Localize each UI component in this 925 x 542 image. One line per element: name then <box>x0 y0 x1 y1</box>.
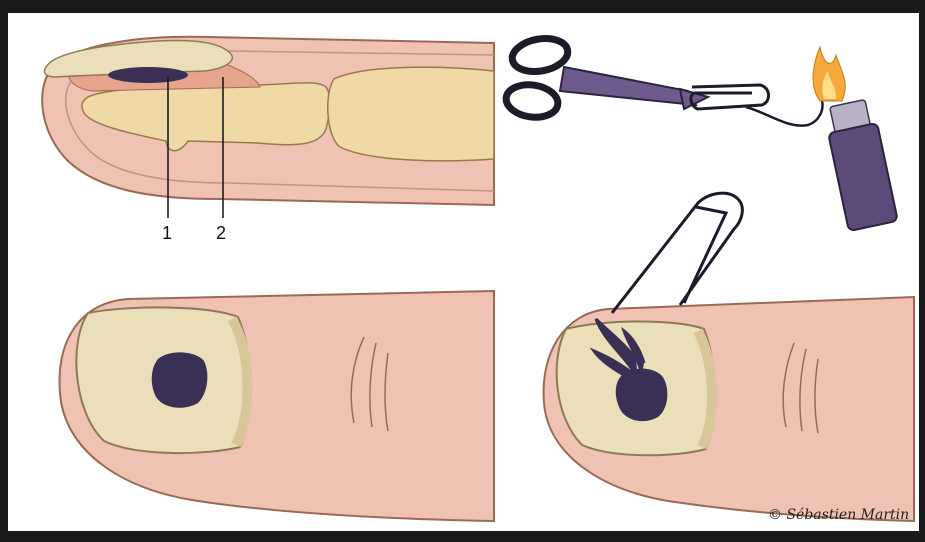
hematoma-spot-left <box>152 352 208 407</box>
finger-with-hematoma <box>60 291 494 521</box>
heated-paperclip <box>612 193 742 313</box>
lighter-body <box>828 123 898 231</box>
label-2: 2 <box>216 223 226 243</box>
lighter <box>813 47 898 231</box>
finger-trephination: © Sébastien Martin <box>544 193 914 523</box>
scissors <box>504 34 708 120</box>
scissors-handle-top <box>510 34 571 75</box>
illustration-panel: 1 2 <box>8 13 919 531</box>
label-1: 1 <box>162 223 172 243</box>
middle-phalanx-bone <box>328 67 494 161</box>
subungual-hematoma <box>108 67 188 83</box>
paperclip-held <box>691 85 823 126</box>
scissors-handle-bottom <box>504 82 560 121</box>
scissors-blade <box>560 67 696 105</box>
illustration-canvas: 1 2 <box>8 13 919 531</box>
artist-credit: © Sébastien Martin <box>768 507 909 523</box>
finger-cross-section: 1 2 <box>42 37 494 243</box>
